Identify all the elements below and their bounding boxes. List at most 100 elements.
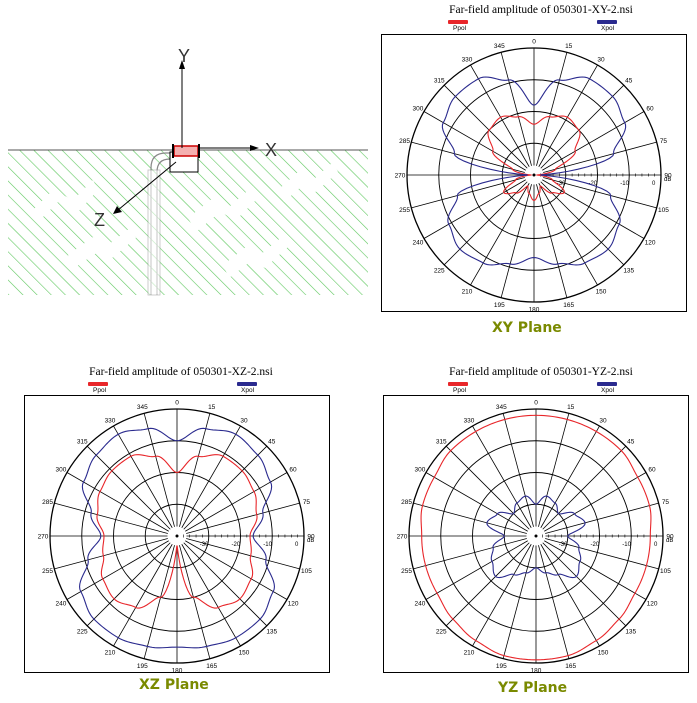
- legend-swatch-xpol-xz: [237, 382, 257, 386]
- legend-swatch-xpol-xy: [597, 20, 617, 24]
- plane-label-xz: XZ Plane: [139, 677, 209, 693]
- radial-tick-label: -30: [557, 181, 566, 187]
- ground-plane-hatch: [8, 150, 368, 295]
- angle-tick-label: 330: [462, 56, 473, 63]
- radial-tick-label: -30: [559, 542, 568, 548]
- angle-tick-label: 225: [77, 628, 88, 635]
- grid-spoke: [544, 472, 647, 532]
- series-line-xpol: [441, 76, 627, 266]
- chart-title-yz: Far-field amplitude of 050301-YZ-2.nsi: [449, 366, 633, 378]
- series-line-ppol: [487, 115, 581, 201]
- angle-tick-label: 210: [105, 650, 116, 657]
- angle-tick-label: 0: [532, 39, 536, 46]
- ground-lightning-patches: [33, 162, 338, 278]
- angle-tick-label: 345: [494, 43, 505, 50]
- legend-label-xpol-xz: Xpol: [241, 387, 255, 394]
- grid-spoke: [500, 184, 532, 298]
- y-axis-label: Y: [178, 46, 190, 66]
- grid-spoke: [411, 141, 525, 173]
- angle-tick-label: 315: [436, 439, 447, 446]
- grid-spoke: [542, 445, 627, 530]
- radial-tick-label: -10: [263, 542, 272, 548]
- angle-tick-label: 0: [175, 400, 179, 407]
- angle-tick-label: 255: [399, 207, 410, 214]
- legend-swatch-ppol-yz: [448, 382, 468, 386]
- angle-tick-label: 135: [625, 628, 636, 635]
- polar-center: [534, 534, 538, 538]
- angle-tick-label: 165: [563, 302, 574, 309]
- polar-chart-yz: 0153045607590105120135150165180195210225…: [397, 400, 674, 675]
- grid-spoke: [538, 183, 598, 286]
- angle-tick-label: 150: [596, 289, 607, 296]
- grid-spoke: [186, 502, 300, 534]
- angle-tick-label: 270: [395, 173, 406, 180]
- grid-spoke: [538, 413, 570, 527]
- grid-spoke: [502, 413, 534, 527]
- grid-spoke: [413, 538, 527, 570]
- radial-tick-label: -20: [591, 542, 600, 548]
- antenna-element: [173, 145, 199, 157]
- legend-label-xpol-yz: Xpol: [601, 387, 615, 394]
- grid-spoke: [470, 64, 530, 167]
- radial-tick-label: -20: [232, 542, 241, 548]
- angle-tick-label: 255: [42, 568, 53, 575]
- grid-spoke: [423, 111, 526, 171]
- angle-tick-label: 180: [172, 668, 183, 673]
- angle-tick-label: 120: [645, 240, 656, 247]
- grid-spoke: [470, 183, 530, 286]
- angle-tick-label: 285: [401, 499, 412, 506]
- grid-spoke: [544, 540, 647, 600]
- angle-tick-label: 90: [664, 173, 672, 180]
- grid-spoke: [113, 544, 173, 647]
- angle-tick-label: 240: [413, 240, 424, 247]
- legend-label-xpol-xy: Xpol: [601, 25, 615, 32]
- angle-tick-label: 285: [42, 499, 53, 506]
- radial-tick-label: -10: [620, 181, 629, 187]
- angle-tick-label: 330: [105, 417, 116, 424]
- angle-tick-label: 195: [496, 663, 507, 670]
- radial-tick-label: -30: [200, 542, 209, 548]
- series-line-ppol: [96, 454, 258, 609]
- radial-unit-label: dB: [307, 538, 314, 544]
- radial-tick-label: -10: [622, 542, 631, 548]
- angle-tick-label: 90: [666, 534, 674, 541]
- series-line-xpol: [79, 427, 275, 649]
- polar-center: [175, 534, 179, 538]
- angle-tick-label: 75: [303, 499, 311, 506]
- grid-spoke: [542, 111, 645, 171]
- grid-spoke: [443, 181, 528, 266]
- radial-unit-label: dB: [664, 177, 671, 183]
- grid-spoke: [423, 179, 526, 239]
- legend-label-ppol-xy: Ppol: [453, 25, 467, 32]
- angle-tick-label: 75: [660, 138, 668, 145]
- grid-spoke: [181, 544, 241, 647]
- angle-tick-label: 15: [565, 43, 573, 50]
- angle-tick-label: 210: [462, 289, 473, 296]
- angle-tick-label: 150: [239, 650, 250, 657]
- angle-tick-label: 120: [288, 601, 299, 608]
- angle-tick-label: 135: [623, 267, 634, 274]
- angle-tick-label: 15: [567, 404, 575, 411]
- angle-tick-label: 0: [534, 400, 538, 407]
- grid-spoke: [185, 540, 288, 600]
- angle-tick-label: 135: [266, 628, 277, 635]
- angle-tick-label: 195: [137, 663, 148, 670]
- grid-spoke: [545, 502, 659, 534]
- cable-sleeve: [147, 169, 161, 296]
- angle-tick-label: 345: [137, 404, 148, 411]
- grid-spoke: [542, 542, 627, 627]
- angle-tick-label: 105: [660, 568, 671, 575]
- angle-tick-label: 45: [268, 439, 276, 446]
- grid-spoke: [425, 472, 528, 532]
- grid-spoke: [538, 64, 598, 167]
- grid-spoke: [183, 445, 268, 530]
- z-axis-arrowhead: [113, 206, 122, 214]
- y-axis-arrowhead: [179, 60, 185, 69]
- grid-spoke: [411, 177, 525, 209]
- angle-tick-label: 105: [658, 207, 669, 214]
- angle-tick-label: 45: [625, 78, 633, 85]
- grid-spoke: [143, 545, 175, 659]
- legend-label-ppol-xz: Ppol: [93, 387, 107, 394]
